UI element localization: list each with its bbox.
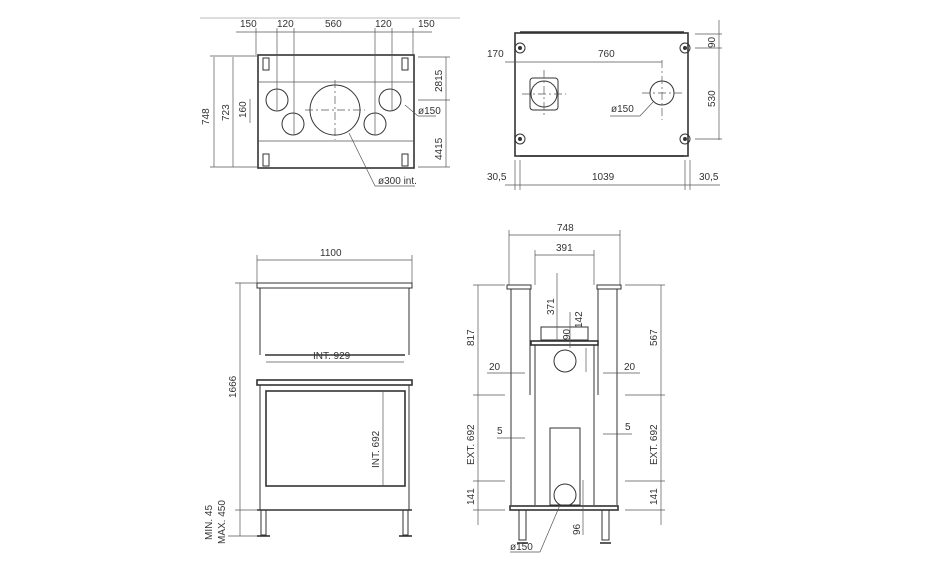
dim-30-5-right: 30,5 bbox=[699, 172, 719, 183]
dim-530: 530 bbox=[707, 90, 718, 107]
dim-142: 142 bbox=[574, 311, 585, 328]
dim-150-right: 150 bbox=[418, 19, 435, 30]
dim-141-right: 141 bbox=[649, 488, 660, 505]
dim-20-left: 20 bbox=[489, 362, 501, 373]
dim-1039: 1039 bbox=[592, 172, 615, 183]
dim-96: 96 bbox=[572, 523, 583, 535]
label-hole-150: ø150 bbox=[611, 104, 634, 115]
top-view: 150 120 560 120 150 748 723 160 2815 441… bbox=[200, 17, 460, 187]
dim-20-right: 20 bbox=[624, 362, 636, 373]
dim-int-929: INT. 929 bbox=[313, 351, 351, 362]
dim-max-450: MAX. 450 bbox=[217, 500, 228, 544]
label-hole-300: ø300 int. bbox=[378, 176, 417, 187]
dim-5-right: 5 bbox=[625, 422, 631, 433]
dim-min-45: MIN. 45 bbox=[204, 505, 215, 540]
dim-ext-692-left: EXT. 692 bbox=[466, 424, 477, 465]
dim-90: 90 bbox=[562, 328, 573, 340]
dim-90: 90 bbox=[707, 36, 718, 48]
dim-1100: 1100 bbox=[320, 248, 342, 259]
dim-141-left: 141 bbox=[466, 488, 477, 505]
dim-int-692: INT. 692 bbox=[371, 430, 382, 468]
dim-760: 760 bbox=[598, 49, 615, 60]
dim-1666: 1666 bbox=[228, 375, 239, 398]
dim-723: 723 bbox=[221, 104, 232, 121]
dim-2815: 2815 bbox=[434, 69, 445, 92]
dim-391: 391 bbox=[556, 243, 573, 254]
dim-120-left: 120 bbox=[277, 19, 294, 30]
dim-30-5-left: 30,5 bbox=[487, 172, 507, 183]
front-view: 1100 INT. 929 INT. 692 1666 MIN. 45 MAX.… bbox=[204, 248, 413, 544]
dim-5-left: 5 bbox=[497, 426, 503, 437]
dim-560: 560 bbox=[325, 19, 342, 30]
side-view: 748 391 371 142 90 817 EXT. 692 141 567 … bbox=[466, 223, 665, 553]
dim-4415: 4415 bbox=[434, 137, 445, 160]
dim-817: 817 bbox=[466, 329, 477, 346]
dim-ext-692-right: EXT. 692 bbox=[649, 424, 660, 465]
dim-170: 170 bbox=[487, 49, 504, 60]
dim-567: 567 bbox=[649, 329, 660, 346]
label-hole-150: ø150 bbox=[510, 542, 533, 553]
dim-160: 160 bbox=[238, 101, 249, 118]
dim-748: 748 bbox=[557, 223, 574, 234]
label-hole-150: ø150 bbox=[418, 106, 441, 117]
bottom-view: 170 760 ø150 90 530 30,5 1039 30,5 bbox=[487, 20, 722, 190]
dim-150-left: 150 bbox=[240, 19, 257, 30]
dim-748: 748 bbox=[201, 108, 212, 125]
dim-120-right: 120 bbox=[375, 19, 392, 30]
dim-371: 371 bbox=[546, 298, 557, 315]
